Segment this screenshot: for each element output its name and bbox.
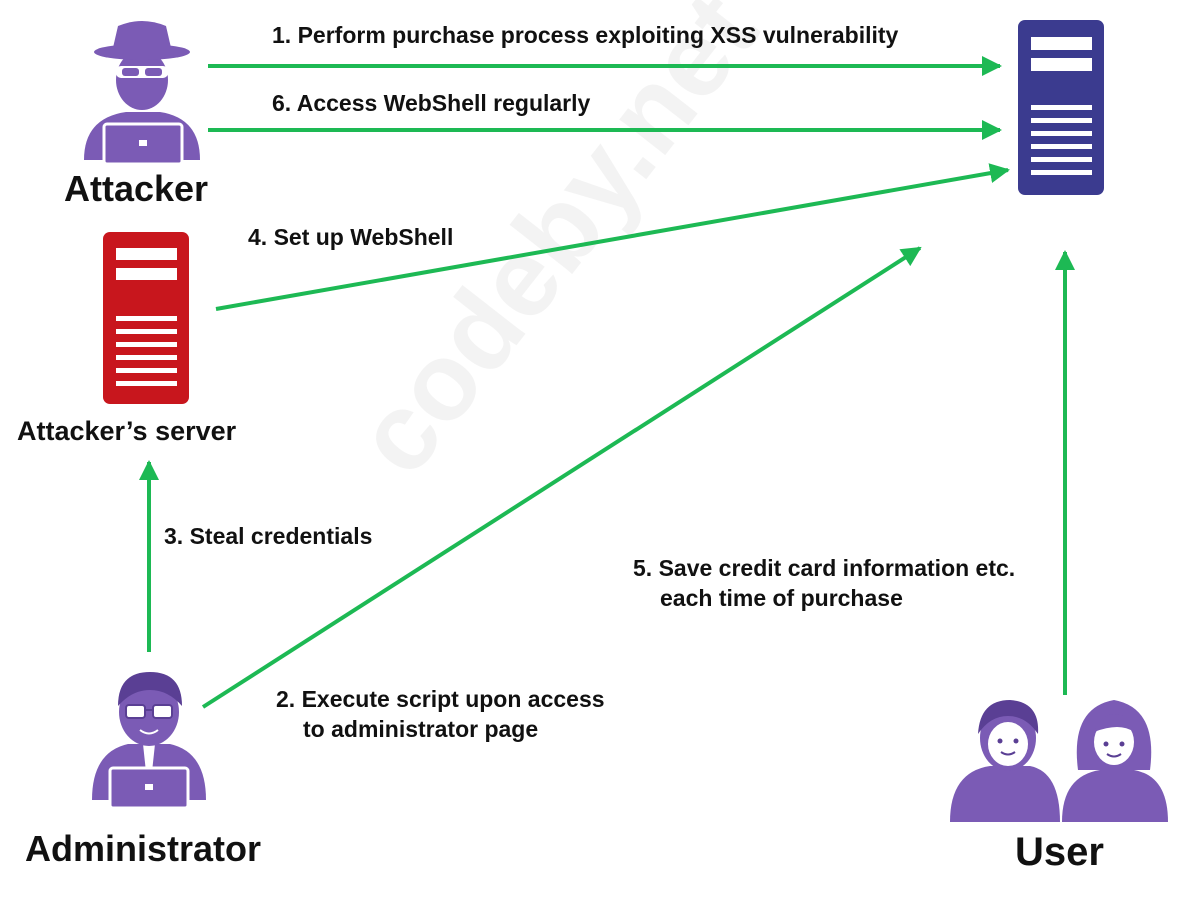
arrows bbox=[139, 56, 1075, 709]
server-icon bbox=[1018, 20, 1104, 195]
user-pair-icon bbox=[950, 700, 1168, 822]
step-5-line-2: each time of purchase bbox=[660, 585, 903, 611]
attacker-label: Attacker bbox=[64, 168, 209, 209]
administrator-label: Administrator bbox=[25, 828, 262, 869]
step-1-label: 1. Perform purchase process exploiting X… bbox=[272, 22, 899, 48]
step-3-label: 3. Steal credentials bbox=[164, 523, 373, 549]
step-2-label: 2. Execute script upon access to adminis… bbox=[276, 684, 605, 744]
administrator-with-laptop-icon bbox=[92, 672, 206, 810]
arrow-step-2 bbox=[201, 246, 922, 709]
attacker-server-label: Attacker’s server bbox=[17, 416, 237, 446]
hooded-hacker-icon bbox=[84, 21, 200, 166]
red-server-icon bbox=[103, 232, 189, 404]
step-5-line-1: 5. Save credit card information etc. bbox=[633, 555, 1016, 581]
step-4-label: 4. Set up WebShell bbox=[248, 224, 454, 250]
step-6-label: 6. Access WebShell regularly bbox=[272, 90, 591, 116]
step-2-line-2: to administrator page bbox=[303, 716, 539, 742]
step-2-line-1: 2. Execute script upon access bbox=[276, 686, 605, 712]
user-label: User bbox=[1015, 830, 1104, 874]
arrow-step-4 bbox=[215, 163, 1010, 311]
step-5-label: 5. Save credit card information etc. eac… bbox=[633, 553, 1015, 613]
